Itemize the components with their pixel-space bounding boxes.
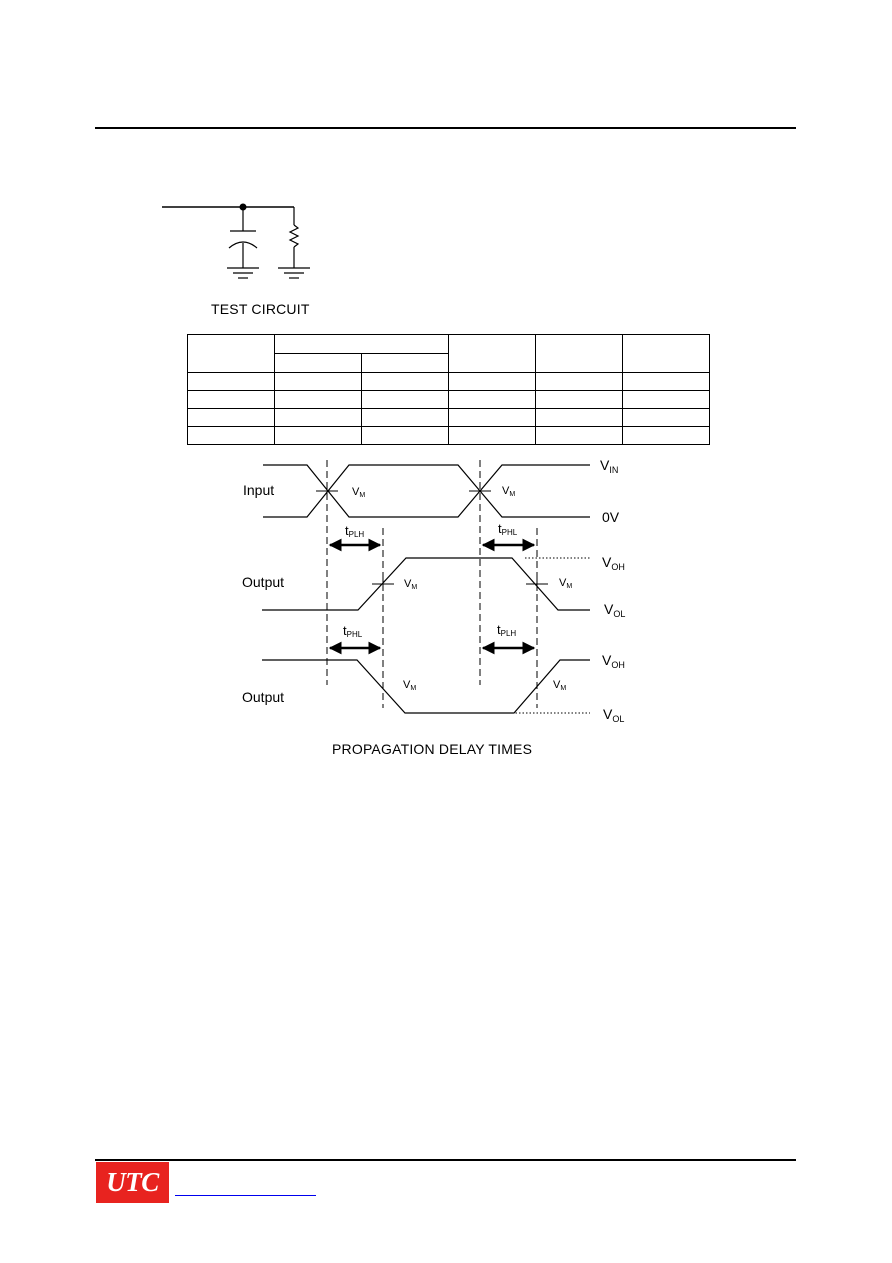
- table-header-cell: [448, 334, 536, 373]
- timing-arrows: [328, 538, 536, 655]
- table-row: [187, 426, 710, 445]
- input-waveform-b: [263, 464, 590, 518]
- vm-tick-marks: [316, 490, 548, 591]
- label-v-ol-2: VOL: [603, 706, 624, 724]
- utc-logo: UTC: [96, 1162, 169, 1203]
- top-rule: [95, 127, 796, 129]
- input-waveform-a: [263, 464, 590, 518]
- dashed-reference-lines: [326, 460, 538, 708]
- utc-logo-text: UTC: [106, 1167, 159, 1197]
- table-cell: [622, 426, 710, 445]
- label-vm-6: VM: [553, 679, 566, 692]
- test-circuit-diagram: [162, 203, 310, 279]
- label-v-oh-2: VOH: [602, 652, 625, 670]
- test-conditions-table: [187, 334, 710, 445]
- resistor-zigzag: [288, 224, 300, 248]
- table-row: [187, 390, 710, 409]
- label-input: Input: [243, 482, 274, 498]
- label-vm-1: VM: [352, 486, 365, 499]
- label-tplh-1: tPLH: [345, 523, 364, 539]
- capacitor-bottom-plate: [228, 241, 258, 249]
- label-vm-4: VM: [559, 577, 572, 590]
- label-0v: 0V: [602, 509, 620, 525]
- table-header-cell: [622, 334, 710, 373]
- label-v-oh-1: VOH: [602, 554, 625, 572]
- label-output-2: Output: [242, 689, 284, 705]
- dotted-level-lines: [512, 557, 590, 714]
- test-circuit-caption: TEST CIRCUIT: [211, 301, 310, 317]
- table-row: [187, 408, 710, 427]
- label-vm-2: VM: [502, 485, 515, 498]
- label-tphl-1: tPHL: [498, 521, 518, 537]
- label-vm-3: VM: [404, 578, 417, 591]
- output-waveform-2: [262, 659, 590, 714]
- label-v-ol-1: VOL: [604, 601, 625, 619]
- label-tphl-2: tPHL: [343, 623, 363, 639]
- circuit-junction-dot: [239, 203, 247, 211]
- label-output-1: Output: [242, 574, 284, 590]
- propagation-delay-caption: PROPAGATION DELAY TIMES: [332, 741, 533, 757]
- website-link-underline[interactable]: [175, 1195, 316, 1196]
- bottom-rule: [95, 1159, 796, 1161]
- propagation-delay-diagram: Input Output Output 0V VIN VOH VOL VOH V…: [242, 457, 625, 724]
- label-tplh-2: tPLH: [497, 622, 516, 638]
- label-v-in: VIN: [600, 457, 618, 475]
- label-vm-5: VM: [403, 679, 416, 692]
- output-waveform-1: [262, 557, 590, 611]
